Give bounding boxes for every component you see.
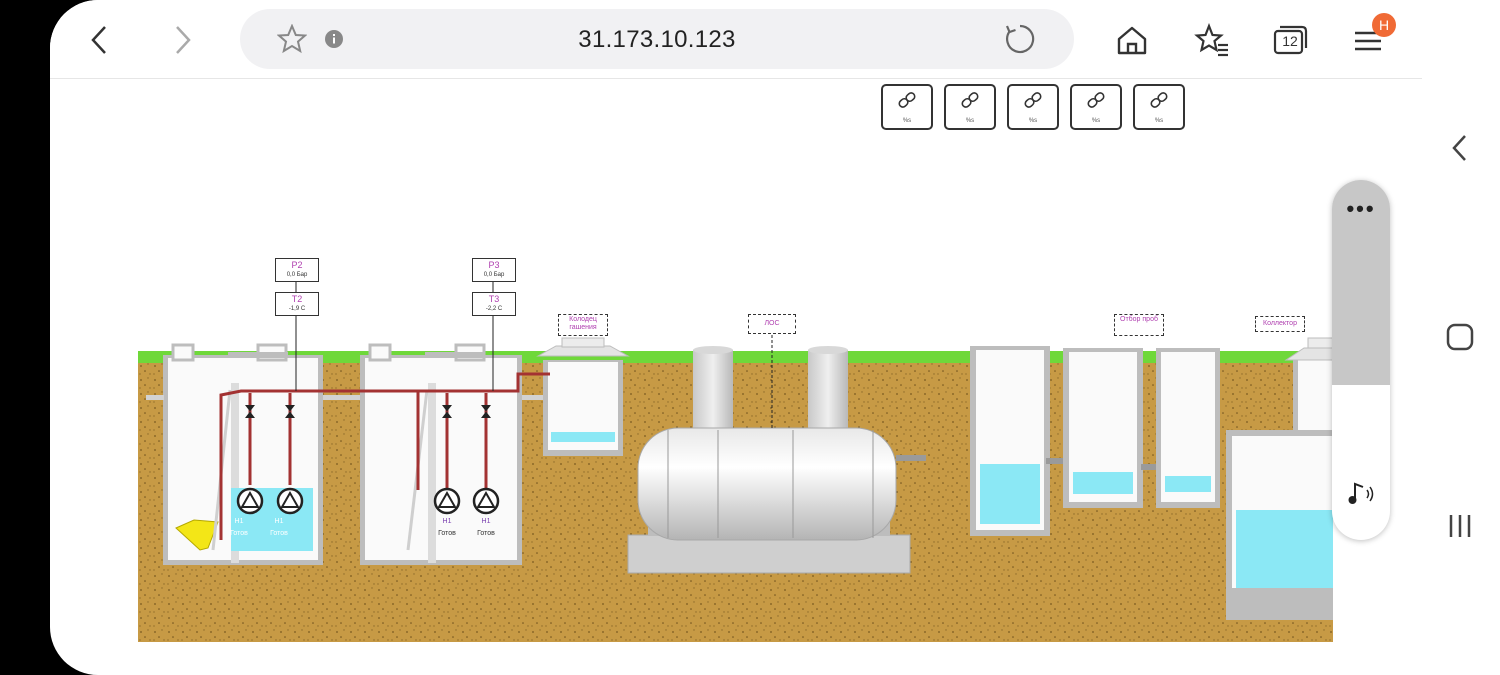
pump-1-status: Готов bbox=[230, 530, 248, 537]
more-options-icon[interactable]: ••• bbox=[1346, 196, 1376, 221]
sensor-p3[interactable]: P3 0,0 Бар bbox=[472, 258, 516, 282]
pump-2-status: Готов bbox=[270, 530, 288, 537]
sensor-value: -2,2 C bbox=[485, 306, 503, 312]
edge-panel[interactable]: ••• bbox=[1332, 180, 1390, 540]
nav-home-icon[interactable] bbox=[1440, 317, 1480, 357]
link-label: %s bbox=[1091, 118, 1101, 124]
back-button[interactable] bbox=[80, 20, 120, 60]
link-button-4[interactable]: %s bbox=[1070, 84, 1122, 130]
sensor-name: P3 bbox=[488, 260, 500, 270]
link-icon bbox=[898, 92, 916, 108]
sensor-name: P2 bbox=[291, 260, 303, 270]
link-icon bbox=[961, 92, 979, 108]
pressure-pipes bbox=[219, 268, 550, 540]
link-label: %s bbox=[1154, 118, 1164, 124]
tag-damper-well[interactable]: Колодец гашения bbox=[558, 314, 608, 336]
bookmarks-icon[interactable] bbox=[1192, 20, 1232, 60]
sensor-name: T2 bbox=[291, 294, 303, 304]
reload-icon[interactable] bbox=[1004, 23, 1036, 55]
link-button-5[interactable]: %s bbox=[1133, 84, 1185, 130]
url-text: 31.173.10.123 bbox=[578, 26, 736, 53]
link-label: %s bbox=[1028, 118, 1038, 124]
treatment-scheme bbox=[138, 268, 1333, 642]
pump-3-name: Н1 bbox=[442, 518, 452, 525]
sensor-value: 0,0 Бар bbox=[286, 272, 308, 278]
tabs-icon[interactable] bbox=[1270, 20, 1310, 60]
sensor-value: -1,9 C bbox=[288, 306, 306, 312]
back-arrow-icon bbox=[91, 26, 106, 54]
tag-los[interactable]: ЛОС bbox=[748, 314, 796, 334]
tab-count: 12 bbox=[1282, 33, 1298, 49]
sensor-value: 0,0 Бар bbox=[483, 272, 505, 278]
music-icon[interactable] bbox=[1346, 478, 1376, 508]
home-icon[interactable] bbox=[1112, 20, 1152, 60]
damper-well bbox=[536, 337, 630, 456]
phone-screen: 31.173.10.123 12 Н %s %s %s %s bbox=[50, 0, 1500, 675]
nav-back-icon[interactable] bbox=[1440, 128, 1480, 168]
forward-button[interactable] bbox=[162, 20, 202, 60]
link-icon bbox=[1150, 92, 1168, 108]
pump-3-status: Готов bbox=[438, 530, 456, 537]
site-info-icon[interactable] bbox=[318, 23, 350, 55]
collector bbox=[1226, 337, 1333, 620]
sensor-name: T3 bbox=[488, 294, 500, 304]
link-icon bbox=[1087, 92, 1105, 108]
los-tank bbox=[627, 335, 926, 574]
pump-2-name: Н1 bbox=[274, 518, 284, 525]
pump-4-name: Н1 bbox=[481, 518, 491, 525]
scroll-track bbox=[1332, 180, 1390, 385]
link-label: %s bbox=[965, 118, 975, 124]
pump-1-name: Н1 bbox=[234, 518, 244, 525]
treatment-columns bbox=[970, 346, 1220, 536]
bookmark-star-icon[interactable] bbox=[276, 23, 308, 55]
address-bar[interactable]: 31.173.10.123 bbox=[240, 9, 1074, 69]
system-navigation bbox=[1422, 0, 1500, 675]
sensor-p2[interactable]: P2 0,0 Бар bbox=[275, 258, 319, 282]
tag-sampling[interactable]: Отбор проб bbox=[1114, 314, 1164, 336]
pump-4-status: Готов bbox=[477, 530, 495, 537]
sensor-t3[interactable]: T3 -2,2 C bbox=[472, 292, 516, 316]
nav-recents-icon[interactable] bbox=[1440, 506, 1480, 546]
link-button-1[interactable]: %s bbox=[881, 84, 933, 130]
profile-badge: Н bbox=[1372, 13, 1396, 37]
valves bbox=[245, 405, 491, 418]
link-button-3[interactable]: %s bbox=[1007, 84, 1059, 130]
link-icon bbox=[1024, 92, 1042, 108]
sensor-t2[interactable]: T2 -1,9 C bbox=[275, 292, 319, 316]
tag-collector[interactable]: Коллектор bbox=[1255, 316, 1305, 332]
browser-toolbar: 31.173.10.123 12 Н bbox=[50, 0, 1422, 79]
link-label: %s bbox=[902, 118, 912, 124]
forward-arrow-icon bbox=[176, 26, 191, 54]
link-button-2[interactable]: %s bbox=[944, 84, 996, 130]
